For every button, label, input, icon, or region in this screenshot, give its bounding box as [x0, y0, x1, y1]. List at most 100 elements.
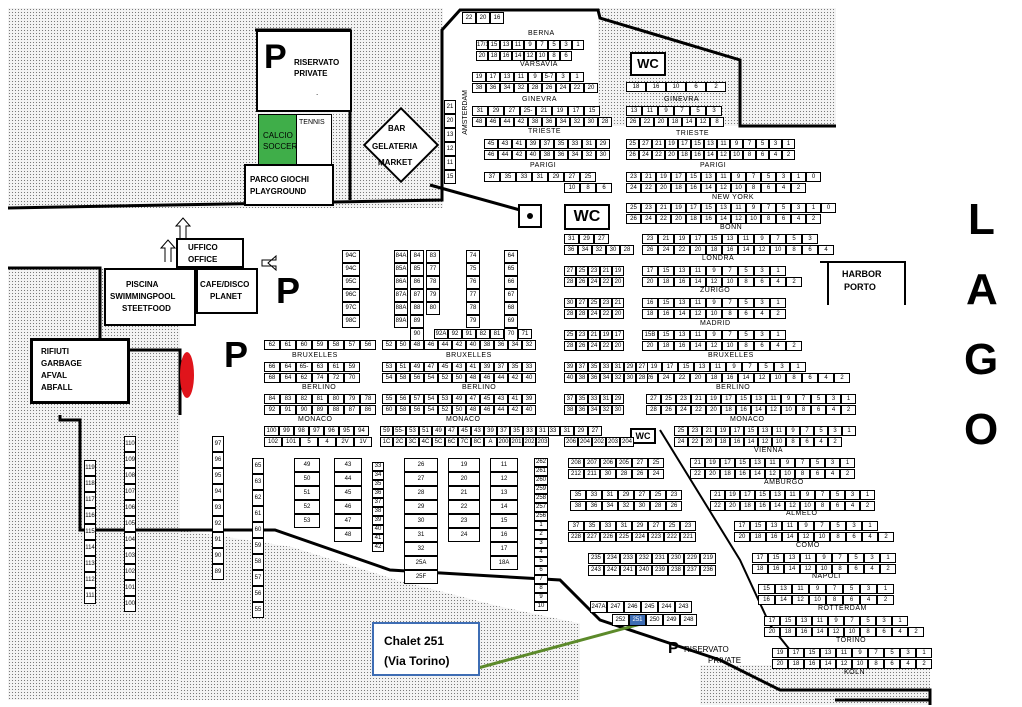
plot[interactable]: 31	[582, 139, 596, 149]
plot[interactable]: 242	[604, 565, 620, 576]
plot[interactable]: 11	[717, 139, 730, 149]
plot[interactable]: 15	[750, 521, 766, 531]
plot[interactable]: 95	[212, 468, 224, 484]
plot[interactable]: 21	[702, 426, 716, 436]
plot[interactable]: 24	[588, 277, 600, 287]
plot[interactable]: 16	[796, 627, 812, 637]
plot[interactable]: 72	[328, 373, 344, 383]
plot[interactable]: 1	[782, 139, 795, 149]
plot[interactable]: 7	[674, 106, 690, 116]
plot[interactable]: 12	[828, 627, 844, 637]
plot[interactable]: 249	[663, 614, 680, 626]
plot[interactable]: 37	[372, 498, 384, 507]
plot[interactable]: 44	[494, 405, 508, 415]
plot[interactable]: 1	[790, 362, 806, 372]
plot[interactable]: 12	[758, 437, 772, 447]
plot[interactable]: 6	[802, 373, 818, 383]
plot[interactable]: 11	[738, 234, 754, 244]
plot[interactable]: 203	[606, 437, 620, 447]
plot[interactable]: 1	[842, 426, 856, 436]
plot[interactable]: 18	[686, 214, 701, 224]
plot[interactable]: 17/18	[476, 40, 488, 50]
plot[interactable]: 41	[466, 362, 480, 372]
plot[interactable]: 13	[444, 128, 456, 142]
plot[interactable]: 10	[722, 341, 738, 351]
plot[interactable]: 5	[860, 616, 876, 626]
plot[interactable]: 11	[782, 521, 798, 531]
plot[interactable]: 59	[312, 340, 328, 350]
plot[interactable]: 102	[264, 437, 282, 447]
plot[interactable]: 2	[908, 627, 924, 637]
plot[interactable]: 44	[500, 117, 514, 127]
plot[interactable]: 204	[620, 437, 634, 447]
plot[interactable]: 11	[710, 362, 726, 372]
plot[interactable]: 9	[528, 72, 542, 82]
plot[interactable]: 18	[658, 341, 674, 351]
plot[interactable]: 31	[564, 234, 579, 244]
plot[interactable]: 2	[834, 373, 850, 383]
plot[interactable]: 12	[785, 501, 800, 511]
plot[interactable]: 6	[754, 277, 770, 287]
plot[interactable]: 48	[472, 117, 486, 127]
plot[interactable]: 23	[600, 298, 612, 308]
plot[interactable]: 16	[490, 528, 518, 542]
plot[interactable]: 28	[404, 486, 438, 500]
plot[interactable]: 20	[671, 214, 686, 224]
plot[interactable]: 1	[534, 521, 548, 530]
plot[interactable]: 16	[766, 532, 782, 542]
plot[interactable]: 26	[626, 214, 641, 224]
plot[interactable]: 38	[372, 507, 384, 516]
plot[interactable]: 11	[512, 40, 524, 50]
plot[interactable]: 27	[648, 521, 664, 531]
plot[interactable]: 52	[294, 500, 320, 514]
plot[interactable]: 11	[444, 156, 456, 170]
plot[interactable]: 29	[579, 234, 594, 244]
plot[interactable]: 48	[334, 528, 362, 542]
plot[interactable]: 4	[825, 469, 840, 479]
plot[interactable]: 17	[788, 648, 804, 658]
plot[interactable]: 43	[494, 394, 508, 404]
plot[interactable]: 21	[536, 106, 552, 116]
plot[interactable]: 8	[738, 277, 754, 287]
plot[interactable]: 18	[706, 245, 722, 255]
plot[interactable]: 10	[731, 183, 746, 193]
plot[interactable]: 11	[772, 426, 786, 436]
plot[interactable]: 1	[892, 616, 908, 626]
plot[interactable]: 61	[328, 362, 344, 372]
plot[interactable]: 6	[686, 82, 706, 92]
plot[interactable]: 17	[734, 521, 750, 531]
plot[interactable]: 20	[584, 83, 598, 93]
plot[interactable]: 47	[466, 394, 480, 404]
plot[interactable]: 4	[776, 183, 791, 193]
plot[interactable]: 85A	[394, 263, 408, 276]
plot[interactable]: 5	[843, 584, 860, 594]
plot[interactable]: 20	[654, 117, 668, 127]
chalet-callout[interactable]: Chalet 251 (Via Torino)	[372, 622, 480, 676]
plot[interactable]: 26	[404, 458, 438, 472]
plot[interactable]: 42	[514, 117, 528, 127]
plot[interactable]: 28	[616, 469, 632, 479]
plot[interactable]: 20	[476, 51, 488, 61]
plot[interactable]: 8	[548, 51, 560, 61]
plot[interactable]: 116	[84, 508, 96, 524]
plot[interactable]: 37	[497, 426, 510, 436]
plot[interactable]: 10	[536, 51, 548, 61]
plot[interactable]: 6	[738, 309, 754, 319]
plot[interactable]: 10	[730, 150, 743, 160]
plot[interactable]: 38	[564, 405, 576, 415]
plot[interactable]: 2	[916, 659, 932, 669]
plot[interactable]: 1	[880, 553, 896, 563]
plot[interactable]: 29	[612, 394, 624, 404]
plot[interactable]: 33	[522, 362, 536, 372]
plot[interactable]: 222	[664, 532, 680, 542]
plot[interactable]: 247	[607, 601, 624, 613]
plot[interactable]: 5	[810, 458, 825, 468]
plot[interactable]: 31	[600, 394, 612, 404]
plot[interactable]: 68	[264, 373, 280, 383]
plot[interactable]: 15	[691, 139, 704, 149]
plot[interactable]: 48	[466, 405, 480, 415]
plot[interactable]: 207	[584, 458, 600, 468]
plot[interactable]: 31	[616, 521, 632, 531]
plot[interactable]: 14	[716, 214, 731, 224]
plot[interactable]: 34	[578, 245, 592, 255]
